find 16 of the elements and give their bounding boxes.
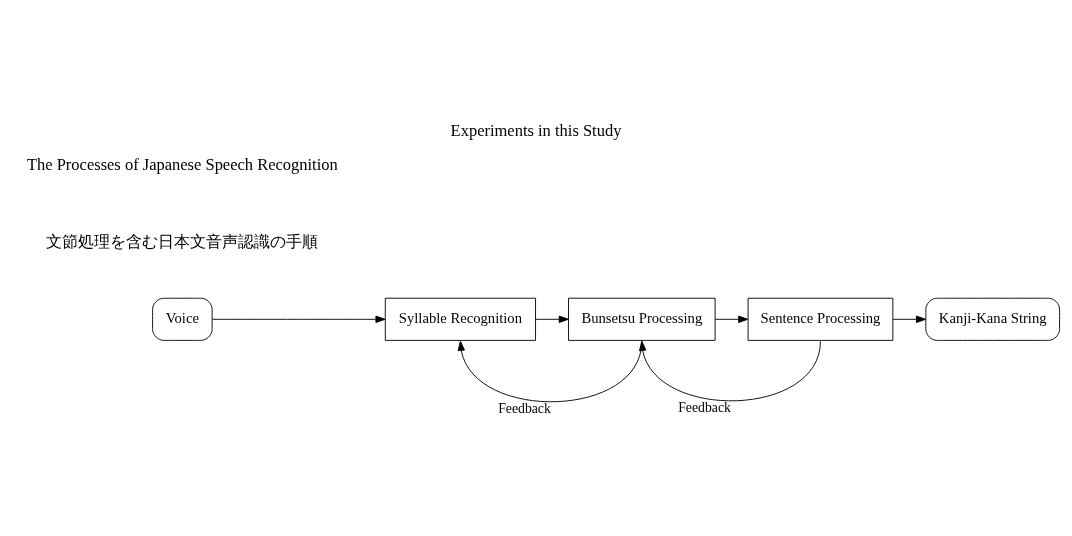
arrow xyxy=(535,315,569,323)
arrow xyxy=(892,315,927,323)
node-box: Kanji-Kana String xyxy=(925,297,1061,341)
edge-label: Feedback xyxy=(678,399,731,415)
node-box: Sentence Processing xyxy=(747,297,894,341)
arrow xyxy=(714,315,749,323)
node-box: Syllable Recognition xyxy=(384,297,536,341)
node-box: Voice xyxy=(152,297,213,341)
label: 文節処理を含む日本文音声認識の手順 xyxy=(46,232,319,252)
arrow xyxy=(211,315,386,323)
label: The Processes of Japanese Speech Recognition xyxy=(26,155,338,175)
edge-label: Feedback xyxy=(498,400,551,416)
node-box: Bunsetsu Processing xyxy=(568,297,716,341)
diagram-title: Experiments in this Study xyxy=(450,120,622,140)
arrow xyxy=(457,340,643,403)
arrow xyxy=(639,340,821,402)
